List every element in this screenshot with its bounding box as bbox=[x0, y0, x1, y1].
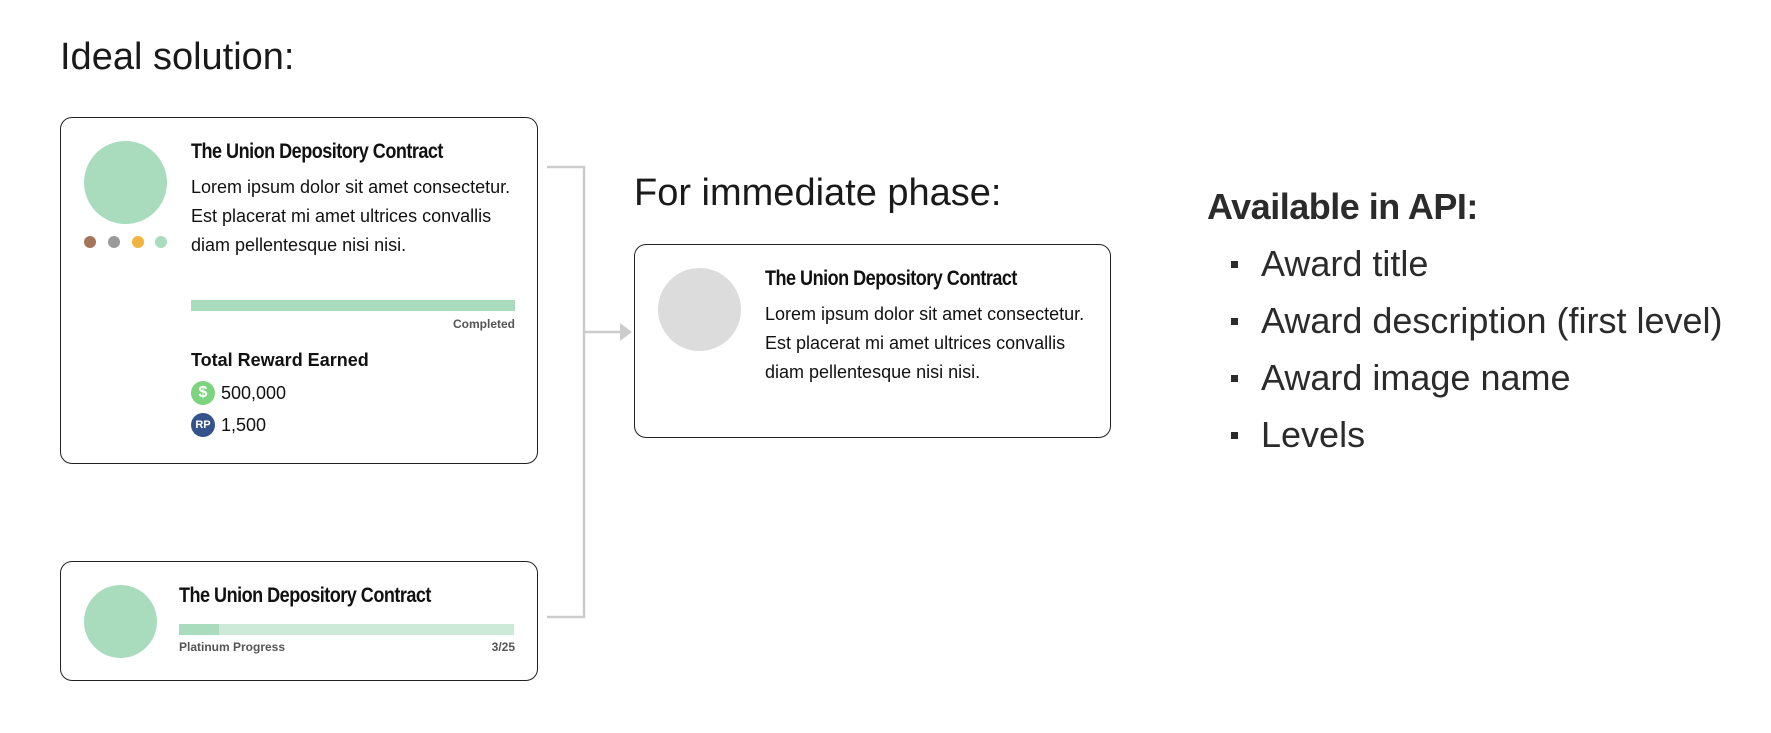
api-availability-heading: Available in API: bbox=[1207, 186, 1478, 227]
connector-arrow bbox=[547, 165, 632, 619]
api-field-label: Award title bbox=[1261, 243, 1429, 284]
api-field-label: Award description (first level) bbox=[1261, 300, 1723, 341]
progress-bar-fill bbox=[191, 300, 515, 311]
progress-bar-fill bbox=[179, 624, 220, 635]
ideal-solution-heading: Ideal solution: bbox=[60, 36, 295, 78]
progress-level-label: Platinum Progress bbox=[179, 640, 286, 654]
immediate-award-card: The Union Depository Contract Lorem ipsu… bbox=[634, 244, 1111, 438]
connector-bracket bbox=[547, 165, 586, 619]
bullet-icon bbox=[1231, 318, 1238, 325]
award-title: The Union Depository Contract bbox=[191, 140, 443, 163]
rp-badge-icon: RP bbox=[191, 413, 215, 437]
reward-value-coins: 500,000 bbox=[221, 382, 287, 403]
progress-bar bbox=[179, 624, 514, 635]
award-title: The Union Depository Contract bbox=[765, 267, 1017, 290]
reward-value-rp: 1,500 bbox=[221, 414, 267, 435]
arrow-head-icon bbox=[620, 323, 632, 341]
dollar-coin-icon: $ bbox=[191, 381, 215, 405]
api-field-item: Award image name bbox=[1207, 354, 1723, 411]
api-field-list: Award title Award description (first lev… bbox=[1207, 240, 1723, 468]
reward-heading: Total Reward Earned bbox=[191, 350, 369, 370]
immediate-phase-heading: For immediate phase: bbox=[634, 172, 1002, 214]
ideal-award-card: The Union Depository Contract Lorem ipsu… bbox=[60, 117, 538, 464]
progress-bar bbox=[191, 300, 515, 311]
award-image-placeholder bbox=[84, 141, 167, 224]
api-field-item: Levels bbox=[1207, 411, 1723, 468]
award-image-placeholder bbox=[84, 585, 157, 658]
reward-row-coins: $ 500,000 bbox=[191, 381, 286, 405]
progress-status-label: Completed bbox=[452, 317, 515, 331]
award-image-placeholder bbox=[658, 268, 741, 351]
award-description: Lorem ipsum dolor sit amet consectetur. … bbox=[765, 304, 1085, 382]
api-field-item: Award title bbox=[1207, 240, 1723, 297]
bullet-icon bbox=[1231, 261, 1238, 268]
level-dot-platinum bbox=[155, 236, 167, 248]
award-title: The Union Depository Contract bbox=[179, 584, 431, 607]
progress-count: 3/25 bbox=[491, 640, 515, 654]
api-field-label: Levels bbox=[1261, 414, 1366, 455]
progress-award-card: The Union Depository Contract Platinum P… bbox=[60, 561, 538, 681]
award-description: Lorem ipsum dolor sit amet consectetur. … bbox=[191, 177, 511, 255]
bullet-icon bbox=[1231, 432, 1238, 439]
bullet-icon bbox=[1231, 375, 1238, 382]
level-dot-bronze bbox=[84, 236, 96, 248]
api-field-item: Award description (first level) bbox=[1207, 297, 1723, 354]
api-field-label: Award image name bbox=[1261, 357, 1571, 398]
level-dot-silver bbox=[108, 236, 120, 248]
level-dot-gold bbox=[132, 236, 144, 248]
reward-row-rp: RP 1,500 bbox=[191, 413, 266, 437]
